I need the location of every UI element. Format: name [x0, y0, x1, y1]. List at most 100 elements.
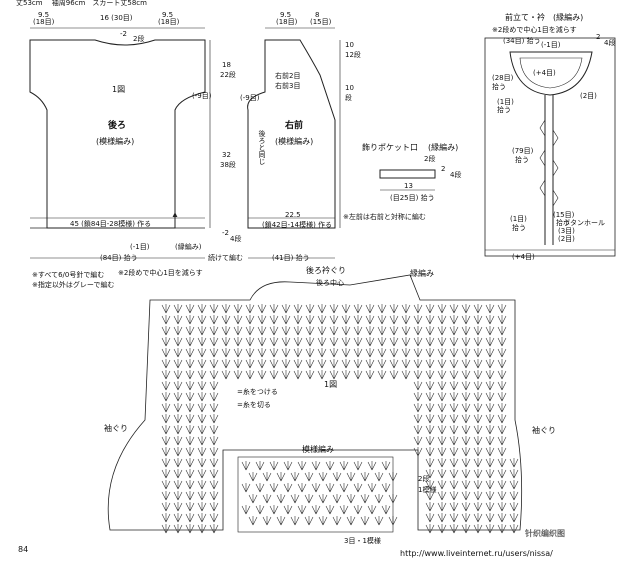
stitch-mark — [221, 326, 231, 336]
stitch-mark — [425, 469, 435, 479]
stitch-mark — [425, 447, 435, 457]
stitch-mark — [197, 447, 207, 457]
stitch-mark — [173, 447, 183, 457]
front-neck1-rows: 12段 — [345, 51, 361, 59]
stitch-mark — [485, 436, 495, 446]
stitch-mark — [197, 392, 207, 402]
pocket-note: ※左前は右前と対称に編む — [343, 213, 426, 221]
front-title: 右前 — [285, 121, 304, 131]
stitch-mark — [209, 491, 219, 501]
stitch-mark — [473, 502, 483, 512]
stitch-mark — [209, 359, 219, 369]
stitch-mark — [485, 370, 495, 380]
stitch-mark — [269, 304, 279, 314]
stitch-mark — [367, 483, 377, 493]
stitch-mark — [245, 370, 255, 380]
stitch-mark — [257, 326, 267, 336]
stitch-mark — [365, 337, 375, 347]
stitch-mark — [413, 392, 423, 402]
stitch-mark — [425, 513, 435, 523]
stitch-mark — [401, 326, 411, 336]
stitch-mark — [449, 425, 459, 435]
stitch-mark — [437, 326, 447, 336]
stitch-mark — [413, 359, 423, 369]
stitch-mark — [473, 469, 483, 479]
stitch-mark — [197, 502, 207, 512]
stitch-mark — [449, 502, 459, 512]
band-pick-1: (1目) — [497, 98, 514, 106]
band-pick-28: (28目) — [492, 74, 514, 82]
stitch-mark — [389, 326, 399, 336]
stitch-mark — [461, 469, 471, 479]
pocket-title: 飾りポケット口 — [362, 143, 418, 152]
stitch-mark — [317, 370, 327, 380]
armhole-left: 袖ぐり — [104, 424, 128, 433]
stitch-mark — [509, 458, 519, 468]
stitch-mark — [437, 491, 447, 501]
stitch-mark — [425, 348, 435, 358]
stitch-mark — [437, 480, 447, 490]
stitch-mark — [173, 513, 183, 523]
stitch-mark — [185, 480, 195, 490]
stitch-mark — [197, 403, 207, 413]
stitch-mark — [353, 461, 363, 471]
stitch-mark — [485, 304, 495, 314]
stitch-mark — [233, 359, 243, 369]
band-frame — [484, 37, 616, 257]
stitch-mark — [437, 425, 447, 435]
stitch-mark — [185, 502, 195, 512]
stitch-mark — [485, 337, 495, 347]
chart-edging: 縁編み — [410, 269, 434, 278]
stitch-mark — [262, 472, 272, 482]
stitch-mark — [497, 425, 507, 435]
stitch-mark — [341, 348, 351, 358]
logo-text: 针织编织图 — [525, 529, 565, 538]
stitch-mark — [509, 480, 519, 490]
back-pattern: (模様編み) — [96, 137, 135, 146]
stitch-mark — [449, 315, 459, 325]
front-neck2-rows: 段 — [345, 94, 352, 102]
stitch-mark — [485, 480, 495, 490]
stitch-mark — [461, 447, 471, 457]
stitch-mark — [325, 461, 335, 471]
pattern-title: 模様編み — [302, 445, 334, 454]
stitch-mark — [290, 494, 300, 504]
stitch-mark — [473, 480, 483, 490]
stitch-mark — [173, 392, 183, 402]
stitch-mark — [509, 513, 519, 523]
pocket-dim-a-rows: 4段 — [450, 171, 462, 179]
stitch-mark — [161, 469, 171, 479]
stitch-mark — [305, 348, 315, 358]
stitch-mark — [461, 513, 471, 523]
stitch-mark — [485, 469, 495, 479]
stitch-mark — [485, 425, 495, 435]
stitch-mark — [425, 326, 435, 336]
band-pick-79b: 拾う — [515, 156, 529, 164]
front-neck2: 10 — [345, 84, 354, 92]
stitch-mark — [497, 491, 507, 501]
stitch-mark — [297, 483, 307, 493]
stitch-mark — [185, 491, 195, 501]
stitch-mark — [461, 436, 471, 446]
stitch-mark — [185, 524, 195, 534]
stitch-mark — [425, 304, 435, 314]
back-dec: (-1目) — [130, 243, 150, 251]
stitch-mark — [185, 403, 195, 413]
stitch-mark — [161, 480, 171, 490]
stitch-mark — [269, 505, 279, 515]
front-base: (鎖42目-14模様) 作る — [262, 221, 333, 229]
stitch-mark — [485, 513, 495, 523]
stitch-mark — [437, 315, 447, 325]
stitch-mark — [449, 480, 459, 490]
stitch-mark — [473, 513, 483, 523]
stitch-mark — [329, 315, 339, 325]
stitch-mark — [449, 392, 459, 402]
stitch-mark — [473, 491, 483, 501]
stitch-mark — [245, 337, 255, 347]
stitch-mark — [233, 370, 243, 380]
stitch-mark — [305, 326, 315, 336]
stitch-mark — [269, 326, 279, 336]
stitch-mark — [449, 524, 459, 534]
band-pick-1b: 拾う — [497, 106, 511, 114]
stitch-mark — [245, 304, 255, 314]
